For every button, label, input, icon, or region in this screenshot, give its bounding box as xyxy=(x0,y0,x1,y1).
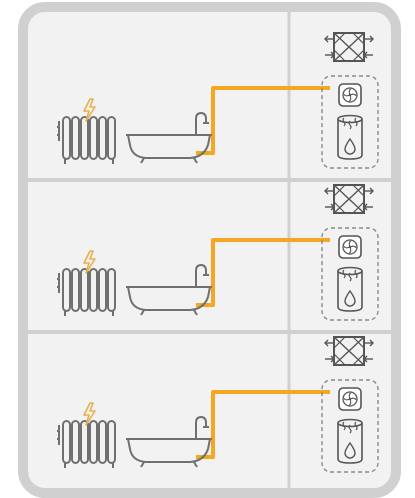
heat-pump-fan-icon xyxy=(338,83,362,107)
floor-1 xyxy=(56,32,379,169)
pipe-line xyxy=(196,390,330,459)
heat-pump-fan-icon xyxy=(338,387,362,411)
pipe-line xyxy=(196,238,330,307)
building-outline xyxy=(18,2,401,498)
floor-2 xyxy=(56,184,379,321)
floor-3 xyxy=(56,336,379,473)
pipe-line xyxy=(196,86,330,155)
floors-group xyxy=(56,32,379,473)
heat-pump-fan-icon xyxy=(338,235,362,259)
